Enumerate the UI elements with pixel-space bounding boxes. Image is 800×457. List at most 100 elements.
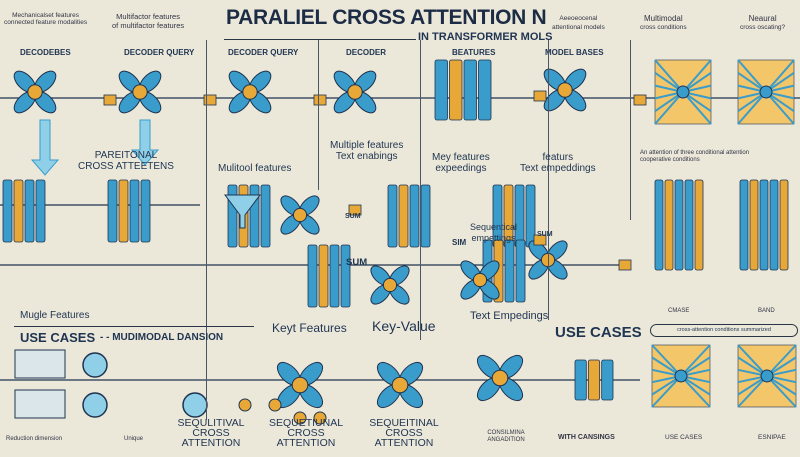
fan-core xyxy=(759,85,773,99)
layer-bar xyxy=(478,59,492,121)
layer-bar xyxy=(118,179,129,243)
divider xyxy=(14,326,254,327)
node-core xyxy=(27,84,43,100)
divider xyxy=(420,40,421,340)
layer-bar xyxy=(434,59,448,121)
fan-line xyxy=(654,59,684,93)
token-box-icon xyxy=(313,94,327,106)
label-line: Text empeddings xyxy=(520,163,596,174)
layer-bar xyxy=(601,359,614,401)
footer-item: CONSILMINA ANGADITION xyxy=(487,430,525,443)
fan-line xyxy=(651,344,682,377)
node-core xyxy=(242,84,258,100)
arrow-down-icon xyxy=(130,119,160,166)
layer-bar xyxy=(504,239,515,303)
label-line: Mey features xyxy=(432,152,490,163)
token-box-icon xyxy=(348,204,362,216)
label-line: cooperative conditions xyxy=(640,157,700,163)
layer-stack-icon xyxy=(107,179,151,243)
layer-bar xyxy=(749,179,759,271)
layer-stack-icon xyxy=(434,59,492,121)
layer-bar xyxy=(515,239,526,303)
multimodal-dansion-heading: - - MUDIMODAL DANSION xyxy=(100,332,223,343)
attention-node-icon xyxy=(276,361,324,409)
layer-stack-icon xyxy=(2,179,46,243)
sum-label: SUM xyxy=(346,257,368,268)
layer-bar xyxy=(574,359,587,401)
layer-bar xyxy=(694,179,704,271)
fan-line xyxy=(737,375,768,408)
label-line: featurs xyxy=(542,152,574,163)
token-box-icon xyxy=(618,259,632,271)
title-underline xyxy=(224,39,416,40)
top-left-caption: Mechanicalset features connected feature… xyxy=(4,12,87,26)
arrow-down-icon xyxy=(30,119,60,176)
fan-line xyxy=(765,59,795,93)
layer-bar xyxy=(674,179,684,271)
attention-node-icon xyxy=(118,70,162,114)
layer-bar xyxy=(307,244,318,308)
featurs-label: featurs Text empeddings xyxy=(520,152,596,174)
fan-line xyxy=(737,59,767,93)
node-core xyxy=(132,84,148,100)
caption-line: Multimodal xyxy=(643,14,683,23)
label-line: Sequentical xyxy=(470,222,518,232)
attention-node-icon xyxy=(460,260,500,300)
layer-stack-icon xyxy=(227,184,271,248)
page-title: PARALIEL CROSS ATTENTION N xyxy=(226,6,547,29)
funnel-icon xyxy=(224,194,261,229)
fan-line xyxy=(765,91,795,125)
caption-line: Mechanicalset features xyxy=(12,12,79,19)
layer-bar xyxy=(13,179,24,243)
column-header: DECODER xyxy=(346,48,387,57)
sequential-embeddings-label: Sequentical empettings xyxy=(470,222,517,244)
fan-core xyxy=(674,369,688,383)
token-box-icon xyxy=(203,94,217,106)
divider xyxy=(548,40,549,320)
attention-node-icon xyxy=(13,70,57,114)
fan-module-icon xyxy=(651,344,711,408)
layer-stack-icon xyxy=(654,179,704,271)
footer-item: SEQULITIVAL CROSS ATTENTION xyxy=(177,417,245,449)
footer-item: SEQUETIUNAL CROSS ATTENTION xyxy=(268,417,344,449)
spiral-node-icon xyxy=(82,392,108,418)
layer-bar xyxy=(140,179,151,243)
layer-bar xyxy=(684,179,694,271)
right-note: An attention of three conditional attent… xyxy=(640,150,749,164)
column-header: MODEL BASES xyxy=(545,48,604,57)
layer-bar xyxy=(340,244,351,308)
layer-bar xyxy=(759,179,769,271)
node-core xyxy=(491,369,509,387)
token-box-icon xyxy=(533,234,547,246)
document-icon xyxy=(14,389,66,419)
caption-line: of multifactor features xyxy=(112,21,185,30)
fan-module-icon xyxy=(737,344,797,408)
attention-node-icon xyxy=(376,361,424,409)
layer-bar xyxy=(420,184,431,248)
divider xyxy=(318,40,319,190)
layer-stack-icon xyxy=(387,184,431,248)
token-box-icon xyxy=(633,94,647,106)
use-cases-left-heading: USE CASES xyxy=(20,330,96,345)
layer-bar xyxy=(129,179,140,243)
fan-line xyxy=(654,91,684,125)
caption-line: connected feature modalities xyxy=(4,19,88,26)
layer-bar xyxy=(398,184,409,248)
multimodal-features-label: Mulitool features xyxy=(218,163,292,174)
attention-node-icon xyxy=(476,354,524,402)
key-value-label: Key-Value xyxy=(372,318,436,334)
node-core xyxy=(382,277,398,293)
layer-bar xyxy=(318,244,329,308)
layer-bar xyxy=(249,184,260,248)
node-core xyxy=(472,272,488,288)
layer-bar xyxy=(769,179,779,271)
token-icon xyxy=(268,398,282,412)
layer-bar xyxy=(654,179,664,271)
token-icon xyxy=(313,411,327,425)
right-small-label: CMASE xyxy=(668,308,690,314)
caption-line: attentional models xyxy=(552,24,605,31)
top-right-caption-1: Aeeoeocenal attentional models xyxy=(552,14,605,32)
document-icon xyxy=(14,349,66,379)
top-right-caption-2: Multimodal cross conditions xyxy=(640,14,687,32)
